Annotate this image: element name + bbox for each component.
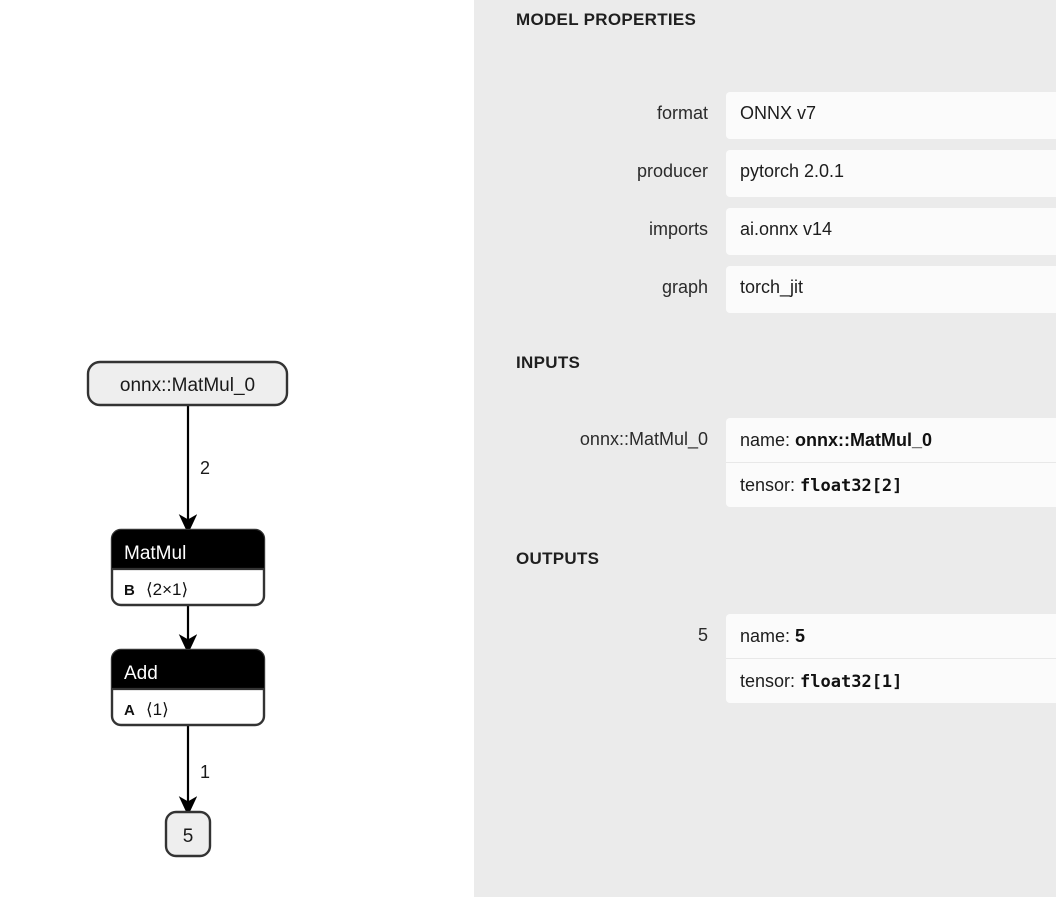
property-value-format: ONNX v7: [740, 103, 817, 123]
output-argument-label: 5: [697, 625, 708, 645]
properties-sidebar[interactable]: MODEL PROPERTIES format ONNX v7 producer…: [474, 0, 1056, 897]
graph-node-add-title: Add: [124, 663, 158, 684]
input-argument-tensor-value: float32[2]: [800, 476, 903, 496]
graph-node-matmul-title: MatMul: [124, 543, 186, 564]
property-value-box-producer[interactable]: pytorch 2.0.1: [726, 150, 1056, 197]
graph-node-input[interactable]: onnx::MatMul_0: [86, 360, 289, 407]
output-argument-name-line: name: 5: [726, 614, 1056, 658]
graph-node-input-label: onnx::MatMul_0: [120, 375, 255, 396]
property-row-imports[interactable]: imports ai.onnx v14: [474, 208, 1056, 255]
output-argument-box[interactable]: name: 5 tensor: float32[1]: [726, 614, 1056, 703]
edge-add-output[interactable]: 1: [178, 725, 210, 816]
input-argument-name-line: name: onnx::MatMul_0: [726, 418, 1056, 462]
property-value-imports: ai.onnx v14: [740, 219, 833, 239]
input-argument-label: onnx::MatMul_0: [579, 429, 708, 449]
input-argument-name-value: onnx::MatMul_0: [795, 430, 933, 450]
graph-node-add[interactable]: Add A ⟨1⟩: [110, 648, 266, 727]
graph-node-output-label: 5: [183, 826, 194, 847]
graph-node-add-attr-key: A: [124, 702, 135, 719]
property-value-box-format[interactable]: ONNX v7: [726, 92, 1056, 139]
property-value-box-graph[interactable]: torch_jit: [726, 266, 1056, 313]
edge-label-2: 2: [200, 458, 210, 478]
graph-node-matmul[interactable]: MatMul B ⟨2×1⟩: [110, 528, 266, 607]
property-label-format: format: [656, 103, 708, 123]
graph-node-matmul-attr-value: ⟨2×1⟩: [146, 580, 188, 599]
property-label-graph: graph: [661, 277, 708, 297]
output-argument-tensor-key: tensor:: [740, 671, 796, 691]
input-argument-name-key: name:: [740, 430, 791, 450]
output-argument-tensor-line: tensor: float32[1]: [726, 658, 1056, 703]
input-argument-tensor-line: tensor: float32[2]: [726, 462, 1056, 507]
graph-canvas[interactable]: 2 1 onnx::MatMul_0 MatMul B ⟨2×1⟩: [0, 0, 474, 900]
output-argument-tensor-value: float32[1]: [800, 672, 903, 692]
section-title-outputs: OUTPUTS: [516, 549, 600, 568]
graph-svg: 2 1 onnx::MatMul_0 MatMul B ⟨2×1⟩: [86, 360, 289, 858]
edge-input-matmul[interactable]: 2: [178, 405, 210, 534]
output-argument-name-value: 5: [795, 626, 806, 646]
output-argument-name-key: name:: [740, 626, 791, 646]
property-value-producer: pytorch 2.0.1: [740, 161, 845, 181]
property-label-producer: producer: [636, 161, 708, 181]
property-value-box-imports[interactable]: ai.onnx v14: [726, 208, 1056, 255]
graph-node-matmul-attr-key: B: [124, 582, 135, 599]
graph-node-add-attr-value: ⟨1⟩: [146, 700, 169, 719]
property-label-imports: imports: [648, 219, 708, 239]
edge-label-1: 1: [200, 762, 210, 782]
section-title-model-properties: MODEL PROPERTIES: [516, 10, 697, 29]
property-row-graph[interactable]: graph torch_jit: [474, 266, 1056, 313]
property-row-format[interactable]: format ONNX v7: [474, 92, 1056, 139]
property-row-producer[interactable]: producer pytorch 2.0.1: [474, 150, 1056, 197]
section-title-inputs: INPUTS: [516, 353, 581, 372]
property-value-graph: torch_jit: [740, 277, 804, 297]
input-argument-tensor-key: tensor:: [740, 475, 796, 495]
graph-node-output[interactable]: 5: [164, 810, 212, 858]
input-argument-box[interactable]: name: onnx::MatMul_0 tensor: float32[2]: [726, 418, 1056, 507]
